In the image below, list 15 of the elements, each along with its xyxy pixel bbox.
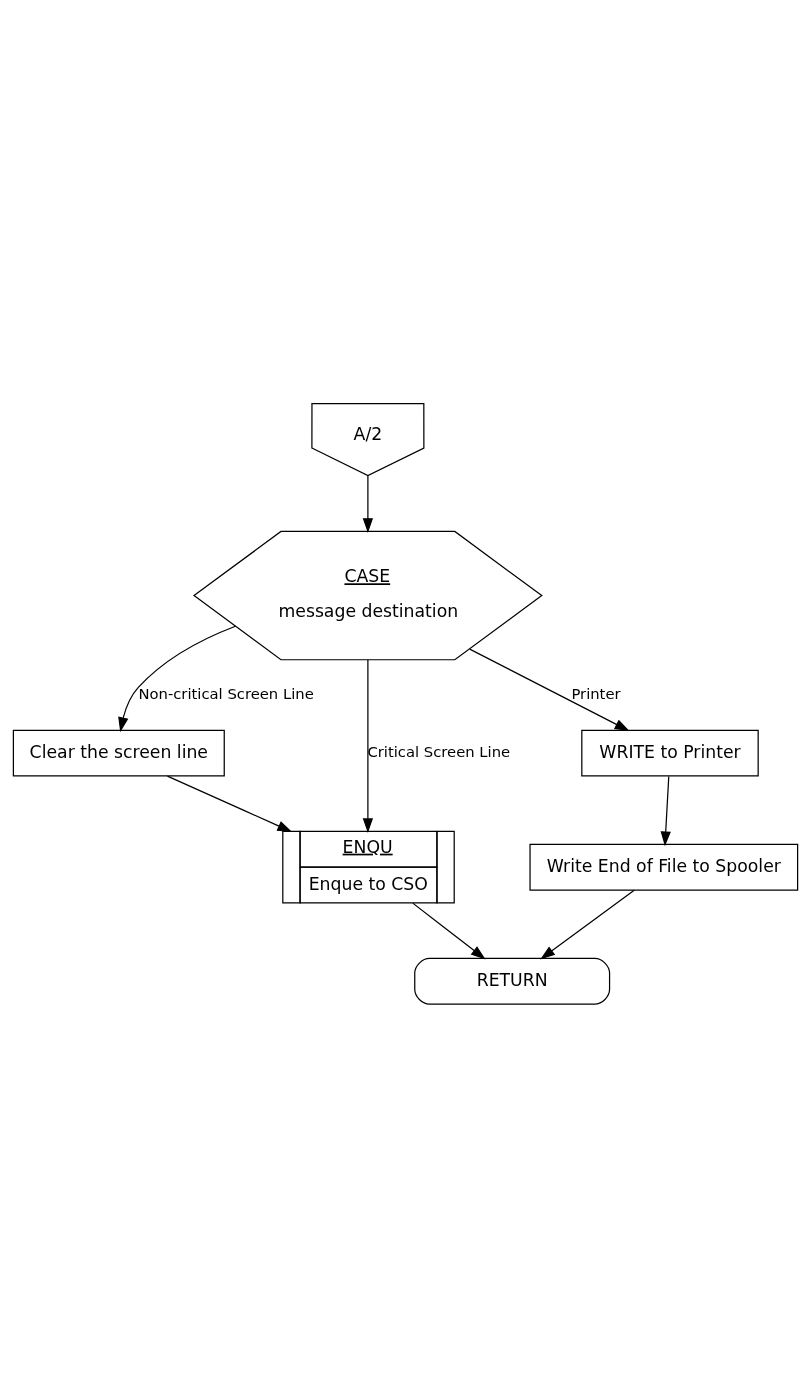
- arrow: [660, 775, 671, 847]
- edge-label: Critical Screen Line: [367, 742, 511, 760]
- arrow: [362, 474, 374, 533]
- edge-label: Non-critical Screen Line: [138, 685, 314, 703]
- arrow: [118, 625, 237, 733]
- arrow: [540, 889, 635, 960]
- arrow: [469, 648, 630, 732]
- node-box: RETURN: [414, 957, 611, 1005]
- node-box: WRITE to Printer: [581, 729, 759, 777]
- arrow: [362, 659, 374, 834]
- edge-label: Printer: [571, 685, 621, 703]
- node-box: Clear the screen line: [12, 729, 225, 777]
- arrow: [166, 775, 293, 833]
- arrow: [412, 902, 486, 960]
- node-box: Write End of File to Spooler: [529, 843, 799, 891]
